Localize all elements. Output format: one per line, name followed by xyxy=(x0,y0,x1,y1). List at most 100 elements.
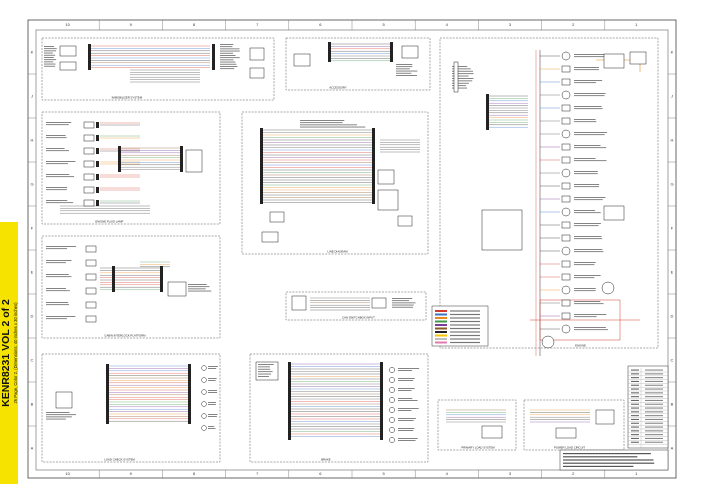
label-text-line xyxy=(396,70,418,72)
zone-row-label: B xyxy=(31,402,34,407)
zone-row-label: F xyxy=(31,226,34,231)
connector-block xyxy=(96,122,99,128)
section-label: ENGINE xyxy=(575,343,586,347)
section-label: IMMOBILIZER SYSTEM xyxy=(112,95,143,99)
component-symbol xyxy=(481,209,523,251)
zone-row-label: J xyxy=(31,94,33,99)
label-text-line xyxy=(574,303,604,305)
legend-text-line xyxy=(450,317,480,319)
component-symbol xyxy=(389,397,395,403)
label-text-line xyxy=(220,59,234,61)
label-text-line xyxy=(46,262,66,264)
table-text-line xyxy=(631,377,639,379)
document-spine-label: KENR8231 VOL 2 of 2 26 Page, Color 2, (D… xyxy=(0,222,18,484)
label-text-line xyxy=(398,440,416,441)
connector-block xyxy=(96,161,99,167)
component-symbol xyxy=(201,425,207,431)
section-box-s1 xyxy=(41,37,275,101)
zone-column-label: 9 xyxy=(130,471,133,476)
label-text-line xyxy=(208,402,217,403)
legend-text-line xyxy=(450,313,480,316)
table-text-line xyxy=(631,396,639,398)
section-label: POWER LOAD CIRCUIT xyxy=(554,445,585,449)
table-text-line xyxy=(645,392,663,394)
table-text-line xyxy=(631,403,639,405)
label-text-line xyxy=(452,70,474,72)
connector-block xyxy=(96,148,99,154)
component-symbol xyxy=(401,45,419,59)
section-box-s2 xyxy=(285,37,431,91)
label-text-line xyxy=(574,197,606,198)
label-text-line xyxy=(188,288,206,290)
label-text-line xyxy=(220,48,240,50)
label-text-line xyxy=(208,378,217,379)
zone-column-label: 4 xyxy=(446,471,449,476)
connector-block xyxy=(390,42,393,62)
label-text-line xyxy=(46,161,76,162)
label-text-line xyxy=(300,120,345,121)
label-text-line xyxy=(220,50,240,52)
label-text-line xyxy=(208,428,216,429)
label-text-line xyxy=(574,277,595,279)
component-symbol xyxy=(453,61,459,93)
legend-text-line xyxy=(450,341,480,344)
label-text-line xyxy=(398,410,412,411)
component-symbol xyxy=(389,417,395,423)
label-text-line xyxy=(574,223,601,224)
label-text-line xyxy=(574,316,597,318)
section-label: LOAD CHECK SYSTEM xyxy=(104,457,135,461)
label-text-line xyxy=(46,412,70,413)
section-box-s4 xyxy=(241,111,429,255)
symbol-table xyxy=(627,365,669,449)
component-symbol xyxy=(561,195,571,203)
label-text-line xyxy=(574,69,599,71)
label-text-line xyxy=(258,371,273,373)
component-symbol xyxy=(201,365,207,371)
label-text-line xyxy=(574,145,601,146)
component-symbol xyxy=(201,401,207,407)
label-text-line xyxy=(574,210,596,211)
component-symbol xyxy=(561,221,571,229)
zone-column-label: 7 xyxy=(256,471,259,476)
component-symbol xyxy=(59,45,77,57)
label-text-line xyxy=(188,286,210,288)
component-symbol xyxy=(561,207,571,217)
legend-text-line xyxy=(450,324,480,326)
table-text-line xyxy=(645,373,663,375)
label-text-line xyxy=(46,200,68,201)
label-text-line xyxy=(452,82,469,84)
component-symbol xyxy=(389,437,395,443)
label-text-line xyxy=(44,65,56,67)
component-symbol xyxy=(561,90,571,100)
label-text-line xyxy=(396,66,413,68)
zone-column-label: 7 xyxy=(256,22,259,27)
component-symbol xyxy=(561,129,571,139)
zone-column-label: 5 xyxy=(382,22,385,27)
label-text-line xyxy=(574,184,600,185)
component-symbol xyxy=(269,211,285,223)
component-symbol xyxy=(83,173,95,181)
connector-block xyxy=(188,364,191,424)
document-size-note: 26 Page, Color 2, (Dimensions: 40 inches… xyxy=(13,302,18,404)
table-text-line xyxy=(631,392,639,394)
table-text-line xyxy=(631,434,639,436)
label-text-line xyxy=(574,225,599,227)
label-text-line xyxy=(452,66,468,67)
zone-row-label: A xyxy=(31,446,34,451)
component-symbol xyxy=(85,259,97,267)
zone-column-label: 2 xyxy=(572,22,575,27)
zone-row-label: H xyxy=(671,138,674,143)
label-text-line xyxy=(44,52,53,54)
component-symbol xyxy=(85,245,97,253)
label-text-line xyxy=(208,414,218,415)
zone-row-label: E xyxy=(671,270,674,275)
label-text-line xyxy=(574,199,603,201)
zone-column-label: 10 xyxy=(65,471,70,476)
legend-text-line xyxy=(450,331,480,333)
label-text-line xyxy=(46,302,69,303)
component-symbol xyxy=(561,312,571,320)
table-text-line xyxy=(645,437,663,439)
table-text-line xyxy=(645,388,663,390)
label-text-line xyxy=(392,302,416,304)
label-text-line xyxy=(46,318,67,320)
